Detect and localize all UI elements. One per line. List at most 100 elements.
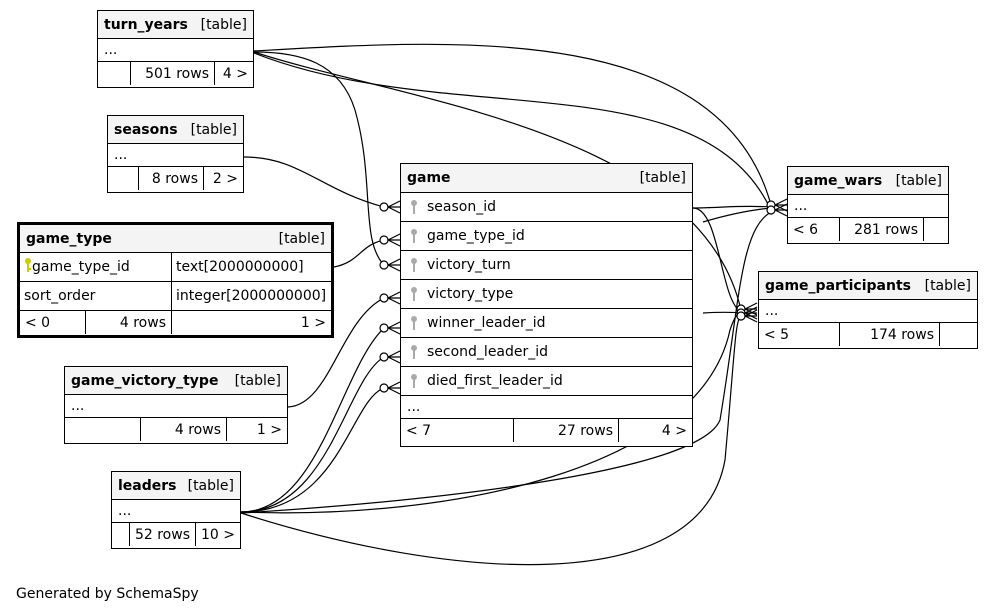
table-name: leaders xyxy=(118,477,177,494)
row-count: 8 rows xyxy=(138,167,203,190)
edge-victory-type-optional-marker xyxy=(379,293,389,303)
foreign-key-icon xyxy=(407,315,421,331)
edge-game-wars-end-1-crowfoot xyxy=(774,203,788,217)
table-footer: 4 rows 1 > xyxy=(65,418,287,441)
table-name: game_victory_type xyxy=(71,372,219,389)
table-name: turn_years xyxy=(104,16,188,33)
column-row[interactable]: sort_order integer[2000000000] xyxy=(20,282,331,311)
parents-count: < 0 xyxy=(25,314,51,331)
parents-count: < 7 xyxy=(406,422,432,439)
edge-victory-type xyxy=(287,297,385,408)
table-header: leaders [table] xyxy=(112,472,240,500)
table-footer: 8 rows 2 > xyxy=(108,167,243,190)
column-name: game_type_id xyxy=(427,228,525,244)
edge-leaders-game-wars xyxy=(240,211,772,514)
edge-leaders-participants-2 xyxy=(240,315,742,566)
table-header: seasons [table] xyxy=(108,116,243,144)
table-game[interactable]: game [table] season_id game_type_id vict… xyxy=(400,163,693,447)
edge-died-first-leader-optional-marker xyxy=(379,383,389,393)
edge-turn-years-victory-turn xyxy=(253,51,385,266)
table-kind: [table] xyxy=(234,372,281,389)
column-row[interactable]: game_type_id text[2000000000] xyxy=(20,253,331,282)
parents-count: < 5 xyxy=(764,326,790,343)
row-count: 4 rows xyxy=(140,418,226,441)
table-game-type[interactable]: game_type [table] game_type_id text[2000… xyxy=(17,222,334,338)
table-kind: [table] xyxy=(278,230,325,247)
columns-ellipsis: ... xyxy=(759,300,977,323)
table-footer: < 5 174 rows xyxy=(759,323,977,346)
table-name: game_wars xyxy=(794,172,883,189)
primary-key-icon xyxy=(24,257,32,277)
columns-ellipsis: ... xyxy=(112,500,240,523)
column-name: second_leader_id xyxy=(427,344,549,360)
table-leaders[interactable]: leaders [table] ... 52 rows 10 > xyxy=(111,471,241,549)
table-header: game_victory_type [table] xyxy=(65,367,287,395)
table-name: game_participants xyxy=(765,277,911,294)
table-kind: [table] xyxy=(639,170,686,186)
column-row[interactable]: winner_leader_id xyxy=(401,309,692,338)
table-footer: < 0 4 rows 1 > xyxy=(20,311,331,334)
edge-turn-years-participants xyxy=(253,51,742,311)
edge-seasons-season-id-optional-marker xyxy=(379,202,389,212)
edge-game-type-game-type-id-crowfoot xyxy=(387,233,401,247)
column-row[interactable]: died_first_leader_id xyxy=(401,367,692,396)
table-game-victory-type[interactable]: game_victory_type [table] ... 4 rows 1 > xyxy=(64,366,288,444)
column-row[interactable]: second_leader_id xyxy=(401,338,692,367)
foreign-key-icon xyxy=(407,199,421,215)
columns-ellipsis: ... xyxy=(98,39,253,62)
edge-turn-years-game-wars-1 xyxy=(253,43,772,206)
edge-game-type-game-type-id xyxy=(333,239,385,268)
edge-second-leader-optional-marker xyxy=(379,352,389,362)
edge-participants-end-2-optional-marker xyxy=(736,311,746,321)
edge-game-participants xyxy=(692,207,742,313)
edge-died-first-leader-crowfoot xyxy=(387,381,401,395)
children-count xyxy=(939,323,977,346)
column-name: died_first_leader_id xyxy=(427,373,563,389)
column-row[interactable]: victory_type xyxy=(401,280,692,309)
columns-ellipsis: ... xyxy=(65,395,287,418)
edge-second-leader xyxy=(240,356,385,513)
generated-by-note: Generated by SchemaSpy xyxy=(16,586,199,602)
table-header: game_wars [table] xyxy=(788,167,948,195)
table-game-participants[interactable]: game_participants [table] ... < 5 174 ro… xyxy=(758,271,978,349)
columns-ellipsis: ... xyxy=(401,396,692,419)
parents-count xyxy=(65,418,140,441)
table-seasons[interactable]: seasons [table] ... 8 rows 2 > xyxy=(107,115,244,193)
edge-second-leader-crowfoot xyxy=(387,350,401,364)
row-count: 281 rows xyxy=(839,218,923,241)
edge-victory-type-crowfoot xyxy=(387,291,401,305)
table-name: game xyxy=(407,170,451,186)
table-kind: [table] xyxy=(190,121,237,138)
parents-count xyxy=(108,167,138,190)
columns-ellipsis: ... xyxy=(788,195,948,218)
table-footer: < 7 27 rows 4 > xyxy=(401,419,692,442)
table-footer: < 6 281 rows xyxy=(788,218,948,241)
column-name: victory_type xyxy=(427,286,514,302)
foreign-key-icon xyxy=(407,373,421,389)
table-turn-years[interactable]: turn_years [table] ... 501 rows 4 > xyxy=(97,10,254,88)
row-count: 501 rows xyxy=(130,62,214,85)
row-count: 52 rows xyxy=(129,523,195,546)
edge-turn-years-victory-turn-optional-marker xyxy=(379,260,389,270)
table-game-wars[interactable]: game_wars [table] ... < 6 281 rows xyxy=(787,166,949,244)
edge-turn-years-victory-turn-crowfoot xyxy=(387,258,401,272)
column-row[interactable]: game_type_id xyxy=(401,222,692,251)
table-header: turn_years [table] xyxy=(98,11,253,39)
column-row[interactable]: victory_turn xyxy=(401,251,692,280)
children-count: 2 > xyxy=(203,167,243,190)
children-count: 4 > xyxy=(214,62,253,85)
children-count: 1 > xyxy=(226,418,287,441)
children-count: 10 > xyxy=(195,523,240,546)
children-count: 4 > xyxy=(618,419,692,442)
children-count xyxy=(923,218,948,241)
parents-count xyxy=(112,523,129,546)
row-count: 4 rows xyxy=(85,311,171,334)
column-name: game_type_id xyxy=(32,259,130,275)
columns-ellipsis: ... xyxy=(108,144,243,167)
parents-count xyxy=(98,62,130,85)
row-count: 174 rows xyxy=(839,323,939,346)
table-name: seasons xyxy=(114,121,178,138)
foreign-key-icon xyxy=(407,344,421,360)
table-kind: [table] xyxy=(200,16,247,33)
column-row[interactable]: season_id xyxy=(401,193,692,222)
